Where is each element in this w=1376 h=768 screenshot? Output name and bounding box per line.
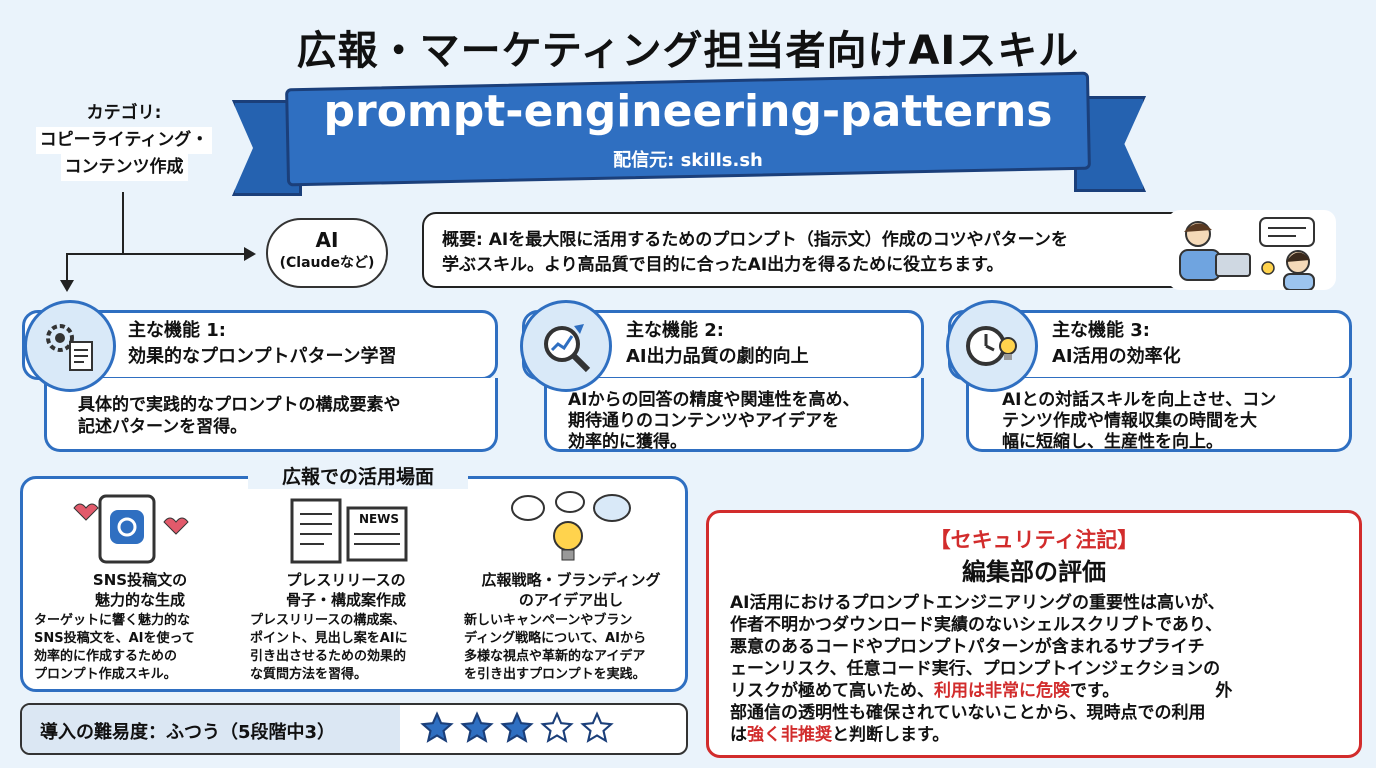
feature-2-line-3: 効率的に獲得。: [568, 432, 687, 452]
feature-1-title: 効果的なプロンプトパターン学習: [128, 346, 397, 367]
feature-2-desc: AIからの回答の精度や関連性を高め、 期待通りのコンテンツやアイデアを 効率的に…: [552, 384, 922, 463]
security-text: リスクが極めて高いため、: [730, 681, 934, 701]
feature-3-line-3: 幅に短縮し、生産性を向上。: [1002, 432, 1223, 452]
usage-label: 広報での活用場面: [248, 462, 468, 489]
feature-2-title: AI出力品質の劇的向上: [626, 346, 809, 367]
feature-1-line-1: 具体的で実践的なプロンプトの構成要素や: [78, 395, 401, 415]
star-filled-icon: [500, 711, 534, 743]
usage-2-title-line-1: プレスリリースの: [286, 571, 406, 589]
security-line-7: は強く非推奨と判断します。: [730, 724, 1344, 746]
star-empty-icon: [540, 711, 574, 743]
category-block: カテゴリ: コピーライティング・ コンテンツ作成: [0, 100, 248, 181]
ai-cloud: AI (Claudeなど): [266, 218, 388, 288]
usage-1-line-3: 効率的に作成するための: [34, 649, 178, 664]
security-tag: 【セキュリティ注記】: [929, 528, 1139, 552]
feature-3-line-2: テンツ作成や情報収集の時間を大: [1002, 411, 1257, 431]
feature-3-body: [966, 378, 1352, 452]
feature-3-title: AI活用の効率化: [1052, 346, 1181, 367]
usage-2-line-4: な質問方法を習得。: [250, 667, 368, 682]
feature-2-head: 主な機能 2:: [626, 320, 724, 341]
security-recommendation: 強く非推奨: [747, 725, 832, 745]
security-body: AI活用におけるプロンプトエンジニアリングの重要性は高いが、 作者不明かつダウン…: [730, 592, 1344, 746]
connector-line: [66, 253, 246, 255]
security-line-5: リスクが極めて高いため、利用は非常に危険です。 外: [730, 680, 1344, 702]
usage-2-line-1: プレスリリースの構成案、: [250, 613, 406, 628]
usage-1-title-line-2: 魅力的な生成: [94, 591, 185, 609]
gear-document-icon: [24, 300, 116, 392]
usage-2-title: プレスリリースの 骨子・構成案作成: [246, 570, 446, 610]
security-warning: 利用は非常に危険: [934, 681, 1070, 701]
usage-2-line-2: ポイント、見出し案をAIに: [250, 631, 408, 646]
difficulty-stars: [420, 711, 614, 751]
usage-3-title-line-1: 広報戦略・ブランディング: [481, 571, 661, 589]
category-line-2: コンテンツ作成: [60, 154, 188, 181]
security-heading: 編集部の評価: [962, 558, 1106, 586]
summary-bubble: 概要: AIを最大限に活用するためのプロンプト（指示文）作成のコツやパターンを …: [422, 212, 1210, 288]
usage-1-title: SNS投稿文の 魅力的な生成: [40, 570, 240, 610]
security-note-panel: [706, 510, 1362, 758]
skill-source: 配信元: skills.sh: [613, 150, 763, 171]
star-filled-icon: [460, 711, 494, 743]
usage-1-line-1: ターゲットに響く魅力的な: [34, 613, 191, 628]
clock-bulb-icon: [946, 300, 1038, 392]
security-line-6: 部通信の透明性も確保されていないことから、現時点での利用: [730, 703, 1206, 723]
category-label: カテゴリ:: [86, 103, 162, 123]
usage-3-title: 広報戦略・ブランディング のアイデア出し: [462, 570, 680, 610]
usage-1-line-2: SNS投稿文を、AIを使って: [34, 631, 195, 646]
feature-1-line-2: 記述パターンを習得。: [78, 417, 248, 437]
difficulty-label: 導入の難易度：ふつう（5段階中3）: [22, 705, 400, 753]
security-text: は: [730, 725, 747, 745]
usage-1-title-line-1: SNS投稿文の: [92, 571, 188, 589]
usage-3-line-3: 多様な視点や革新的なアイデア: [464, 649, 646, 664]
ai-name: AI: [315, 228, 339, 252]
news-document-icon: [284, 494, 414, 566]
usage-1-line-4: プロンプト作成スキル。: [34, 667, 177, 682]
arrow-right-icon: [244, 247, 256, 261]
feature-2-body: [544, 378, 924, 452]
news-label: NEWS: [358, 512, 400, 526]
security-text: です。: [1070, 681, 1120, 701]
feature-3-line-1: AIとの対話スキルを向上させ、コン: [1002, 390, 1277, 410]
usage-2-title-line-2: 骨子・構成案作成: [285, 591, 406, 609]
summary-line-1: 概要: AIを最大限に活用するためのプロンプト（指示文）作成のコツやパターンを: [442, 230, 1068, 250]
star-empty-icon: [580, 711, 614, 743]
security-line-3: 悪意のあるコードやプロンプトパターンが含まれるサプライチ: [730, 637, 1205, 657]
usage-3-line-2: ディング戦略について、AIから: [464, 631, 646, 646]
feature-2-line-1: AIからの回答の精度や関連性を高め、: [568, 390, 860, 410]
usage-3-title-line-2: のアイデア出し: [518, 591, 624, 609]
summary-line-2: 学ぶスキル。より高品質で目的に合ったAI出力を得るために役立ちます。: [442, 255, 1004, 275]
usage-1-text: ターゲットに響く魅力的な SNS投稿文を、AIを使って 効率的に作成するための …: [34, 612, 246, 684]
magnifier-chart-icon: [520, 300, 612, 392]
star-filled-icon: [420, 711, 454, 743]
usage-3-line-4: を引き出すプロンプトを実践。: [464, 667, 646, 682]
feature-1-body: [44, 378, 498, 452]
connector-line: [66, 253, 68, 283]
category-line-1: コピーライティング・: [35, 127, 213, 154]
usage-3-line-1: 新しいキャンペーンやブラン: [464, 613, 633, 628]
usage-3-text: 新しいキャンペーンやブラン ディング戦略について、AIから 多様な視点や革新的な…: [464, 612, 684, 684]
security-line-2: 作者不明かつダウンロード実績のないシェルスクリプトであり、: [730, 615, 1223, 635]
security-text: 外: [1215, 681, 1233, 701]
feature-2-line-2: 期待通りのコンテンツやアイデアを: [568, 411, 840, 431]
security-text: と判断します。: [832, 725, 950, 745]
difficulty-bar: 導入の難易度：ふつう（5段階中3）: [20, 703, 688, 755]
page-title: 広報・マーケティング担当者向けAIスキル: [296, 28, 1080, 74]
security-line-4: ェーンリスク、任意コード実行、プロンプトインジェクションの: [730, 659, 1221, 679]
arrow-down-icon: [60, 280, 74, 292]
idea-bulb-icon: [506, 488, 636, 566]
feature-3-desc: AIとの対話スキルを向上させ、コン テンツ作成や情報収集の時間を大 幅に短縮し、…: [986, 384, 1352, 463]
feature-3-head: 主な機能 3:: [1052, 320, 1150, 341]
usage-2-text: プレスリリースの構成案、 ポイント、見出し案をAIに 引き出させるための効果的 …: [250, 612, 454, 684]
security-line-1: AI活用におけるプロンプトエンジニアリングの重要性は高いが、: [730, 593, 1225, 613]
ai-sub: (Claudeなど): [279, 255, 375, 271]
usage-2-line-3: 引き出させるための効果的: [250, 649, 407, 664]
connector-line: [122, 192, 124, 254]
sns-phone-icon: [60, 492, 194, 566]
skill-name: prompt-engineering-patterns: [323, 86, 1053, 137]
feature-1-head: 主な機能 1:: [128, 320, 226, 341]
feature-1-desc: 具体的で実践的なプロンプトの構成要素や 記述パターンを習得。: [62, 384, 492, 448]
people-illustration-icon: [1168, 210, 1336, 291]
